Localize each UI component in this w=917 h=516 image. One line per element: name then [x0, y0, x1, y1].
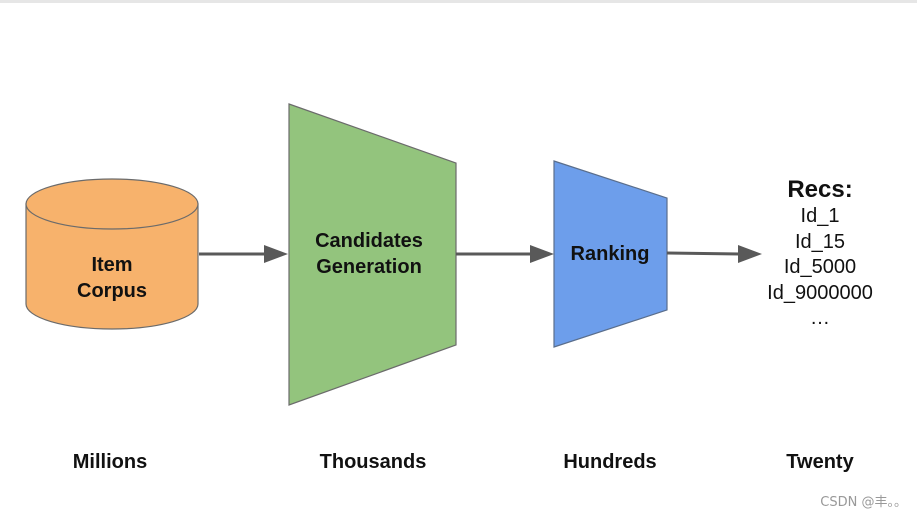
item-corpus-cylinder: [25, 178, 199, 330]
recs-item: …: [810, 307, 830, 329]
arrow-candidates-to-ranking: [456, 245, 554, 263]
recs-item: Id_5000: [783, 256, 857, 278]
recs-item: Id_9000000: [767, 281, 873, 304]
ranking-funnel: [553, 160, 668, 348]
candidates-label-line1: Candidates: [315, 230, 423, 252]
recs-item: Id_1: [800, 205, 840, 227]
item-corpus-label-line1: Item: [91, 254, 133, 276]
top-border: [0, 0, 917, 3]
candidates-generation-funnel: [288, 103, 457, 406]
item-corpus-label: Item Corpus: [42, 252, 182, 304]
candidates-label-line2: Generation: [316, 256, 422, 278]
item-corpus-label-line2: Corpus: [77, 280, 147, 302]
arrow-ranking-to-recs: [666, 245, 762, 263]
recs-list: Recs: Id_1 Id_15 Id_5000 Id_9000000 …: [745, 176, 895, 332]
stage-label-twenty: Twenty: [786, 451, 854, 473]
ranking-label: Ranking: [570, 243, 650, 265]
stage-label-thousands: Thousands: [319, 451, 427, 473]
cylinder-top: [25, 178, 199, 230]
cylinder-body: [25, 203, 199, 330]
arrow-corpus-to-candidates: [199, 245, 288, 263]
stage-label-hundreds: Hundreds: [563, 451, 657, 473]
watermark: CSDN @丰。。: [820, 495, 907, 510]
recs-item: Id_15: [794, 230, 846, 253]
candidates-generation-label: Candidates Generation: [289, 228, 449, 280]
recs-title: Recs:: [787, 176, 853, 203]
stage-label-millions: Millions: [72, 451, 148, 473]
